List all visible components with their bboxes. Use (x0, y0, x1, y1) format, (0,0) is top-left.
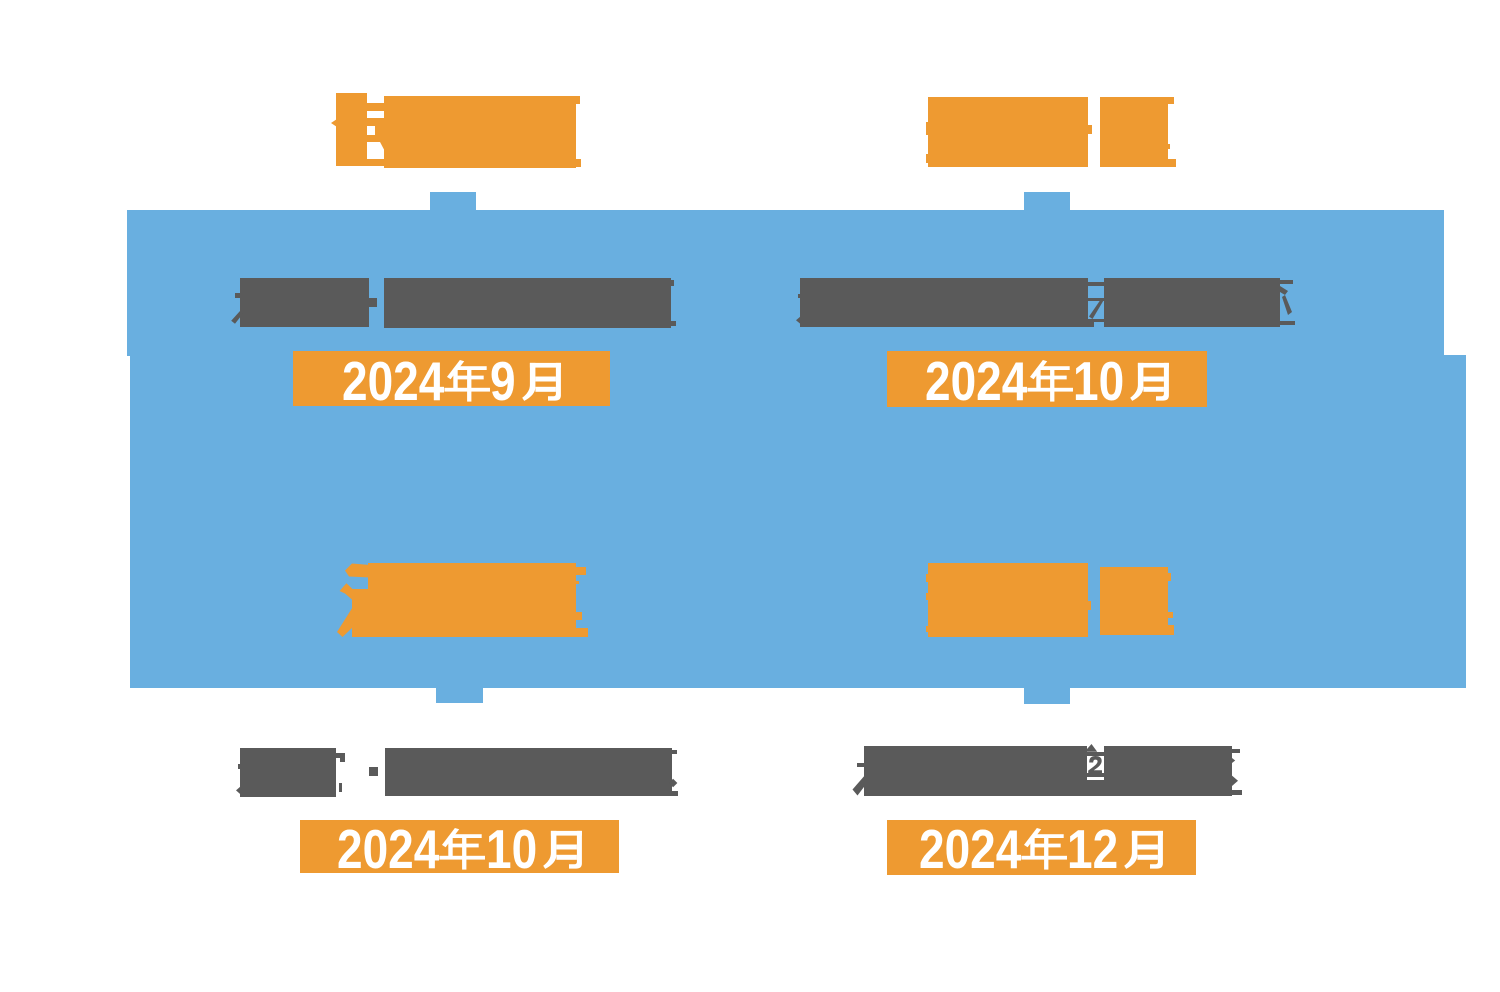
svg-text:2024: 2024 (925, 360, 1027, 401)
svg-text:2024: 2024 (337, 828, 439, 869)
svg-text:2024: 2024 (919, 828, 1021, 869)
svg-text:12: 12 (1067, 828, 1118, 869)
svg-text:10: 10 (486, 828, 537, 869)
svg-text:9: 9 (490, 360, 516, 401)
svg-text:10: 10 (1073, 360, 1124, 401)
svg-text:2024: 2024 (342, 360, 444, 401)
